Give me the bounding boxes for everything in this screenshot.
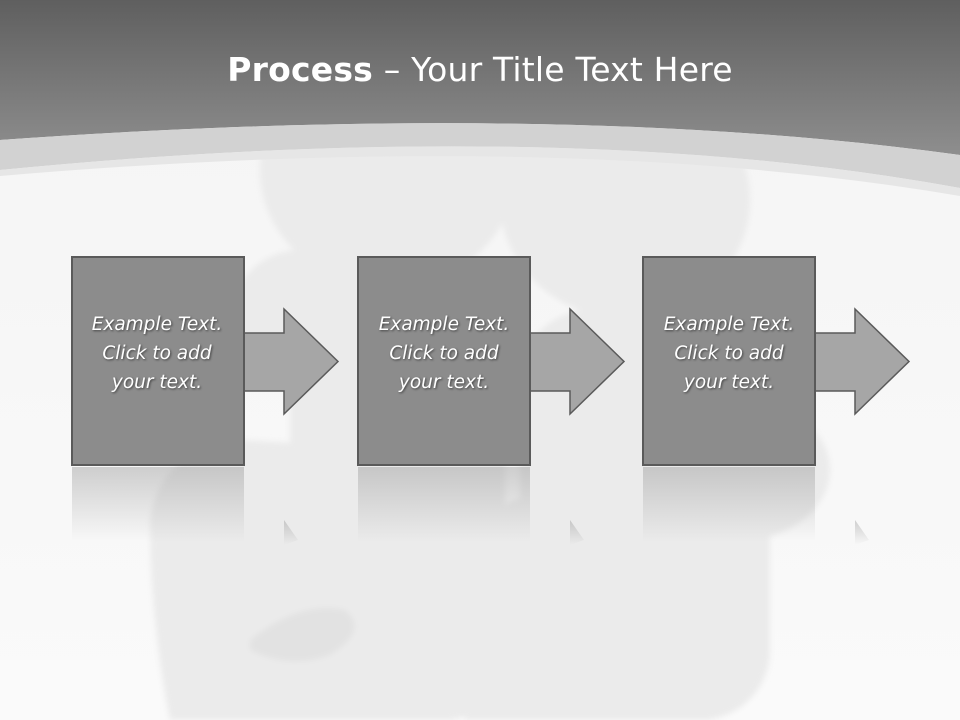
- step-3-line-1: Example Text.: [663, 314, 795, 335]
- slide-title[interactable]: Process – Your Title Text Here: [0, 50, 960, 89]
- step-2-box-reflection: [358, 467, 530, 542]
- step-3-box[interactable]: [642, 256, 816, 466]
- step-3-line-3: your text.: [683, 372, 775, 393]
- step-1-line-2: Click to add: [102, 343, 212, 364]
- header-swoosh: [0, 123, 960, 188]
- step-3-line-2: Click to add: [674, 343, 784, 364]
- step-2-line-2: Click to add: [389, 343, 499, 364]
- step-1-line-1: Example Text.: [91, 314, 223, 335]
- step-3-arrow-reflection: [855, 520, 869, 545]
- step-1-arrow-reflection: [284, 520, 298, 545]
- step-2-line-3: your text.: [398, 372, 490, 393]
- step-1-line-3: your text.: [111, 372, 203, 393]
- step-3-box-reflection: [643, 467, 815, 542]
- step-2-text[interactable]: Example Text. Click to add your text.: [359, 310, 529, 397]
- step-3-text[interactable]: Example Text. Click to add your text.: [644, 310, 814, 397]
- step-1-text[interactable]: Example Text. Click to add your text.: [72, 310, 242, 397]
- header-band: [0, 0, 960, 155]
- title-bold: Process: [227, 50, 374, 89]
- step-1-box[interactable]: [71, 256, 245, 466]
- step-1-box-reflection: [72, 467, 244, 542]
- step-2-box[interactable]: [357, 256, 531, 466]
- title-rest: – Your Title Text Here: [373, 50, 733, 89]
- step-2-arrow-reflection: [570, 520, 584, 545]
- step-2-line-1: Example Text.: [378, 314, 510, 335]
